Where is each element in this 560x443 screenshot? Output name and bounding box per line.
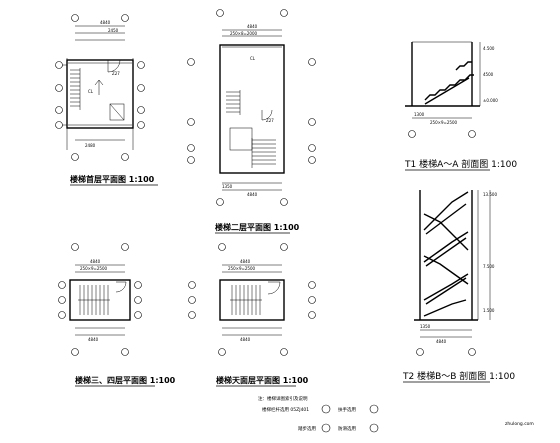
ground-room-tag: Z27	[112, 71, 120, 76]
section-bb-elev-low: 1.500	[483, 308, 495, 313]
second-stair-lower	[229, 127, 276, 168]
third-axis-bubbles	[58, 243, 142, 356]
notes-row2-left: 踏步选用	[298, 425, 316, 432]
roof-dim-total-bottom: 4840	[240, 337, 251, 342]
section-aa-elev-top: 4.500	[483, 46, 495, 51]
section-bb: 13.500 7.500 1.500 1350 4840 T2 楼梯B～B 剖面…	[402, 190, 515, 383]
second-dim-run: 250×8=2000	[230, 31, 258, 36]
section-aa-elev-base: ±0.000	[483, 98, 498, 103]
notes-heading: 注：楼梯详图索引及说明	[258, 395, 308, 402]
roof-dim-run: 250×9=2500	[228, 266, 256, 271]
ground-dim-total: 4840	[100, 20, 111, 25]
roof-dim-total: 4840	[240, 259, 251, 264]
notes-row1-right: 扶手选用	[338, 406, 356, 413]
ground-axis-bubbles	[55, 14, 145, 161]
ground-plan-title: 楼梯首层平面图 1:100	[70, 174, 155, 184]
section-aa-dim-1300: 1300	[414, 112, 425, 117]
section-bb-elev-mid: 7.500	[483, 264, 495, 269]
notes-row1-left: 楼梯栏杆选用 05ZJ401	[262, 406, 309, 413]
notes-row2-right: 防滑选用	[338, 425, 356, 432]
second-plan-title: 楼梯二层平面图 1:100	[215, 222, 300, 232]
second-dim-1350: 1350	[222, 184, 233, 189]
ground-stair-treads	[70, 68, 81, 110]
plan-ground: 4840 2450 CL Z27 2480	[55, 14, 158, 186]
roof-stair-treads	[230, 285, 262, 315]
second-room-tag: Z27	[266, 118, 274, 123]
third-dim-run: 250×9=2500	[80, 266, 108, 271]
plan-second: 4840 250×8=2000 CL Z27 1350 4840	[187, 9, 316, 234]
second-room-label: CL	[250, 56, 256, 61]
notes-block: 注：楼梯详图索引及说明 楼梯栏杆选用 05ZJ401 扶手选用 踏步选用 防滑选…	[258, 395, 379, 433]
third-stair-treads	[78, 285, 110, 315]
section-aa-title: T1 楼梯A～A 剖面图 1:100	[404, 158, 517, 170]
second-axis-bubbles	[187, 9, 316, 206]
section-bb-elev-top: 13.500	[483, 192, 497, 197]
second-dim-total: 4840	[247, 24, 258, 29]
section-aa-flight	[424, 61, 474, 105]
roof-axis-bubbles	[188, 243, 316, 356]
plan-roof: 4840 250×9=2500 4840 楼梯天面层平面图 1:100	[188, 243, 316, 387]
section-aa-dim-run: 250×9=2500	[430, 120, 458, 125]
section-bb-title: T2 楼梯B～B 剖面图 1:100	[402, 370, 515, 382]
section-bb-flights	[423, 191, 469, 317]
ground-dim-2450: 2450	[108, 28, 119, 33]
section-aa: 4.500 4500 ±0.000 1300 250×9=2500 T1 楼梯A…	[404, 41, 517, 171]
second-stair-upper	[226, 90, 241, 115]
plan-third-fourth: 4840 250×9=2500 4840 楼梯三、四层平面图 1:100	[58, 243, 176, 387]
ground-room-label: CL	[88, 89, 94, 94]
roof-plan-title: 楼梯天面层平面图 1:100	[216, 375, 309, 385]
section-aa-elev-height: 4500	[483, 72, 494, 77]
third-dim-total: 4840	[90, 259, 101, 264]
section-bb-dim-total: 4840	[436, 339, 447, 344]
ground-dim-2480: 2480	[85, 143, 96, 148]
watermark: zhulong.com	[505, 421, 534, 427]
second-dim-total-bottom: 4840	[247, 192, 258, 197]
section-bb-dim-1250: 1350	[420, 324, 431, 329]
third-plan-title: 楼梯三、四层平面图 1:100	[75, 375, 176, 385]
third-dim-total-bottom: 4840	[88, 337, 99, 342]
